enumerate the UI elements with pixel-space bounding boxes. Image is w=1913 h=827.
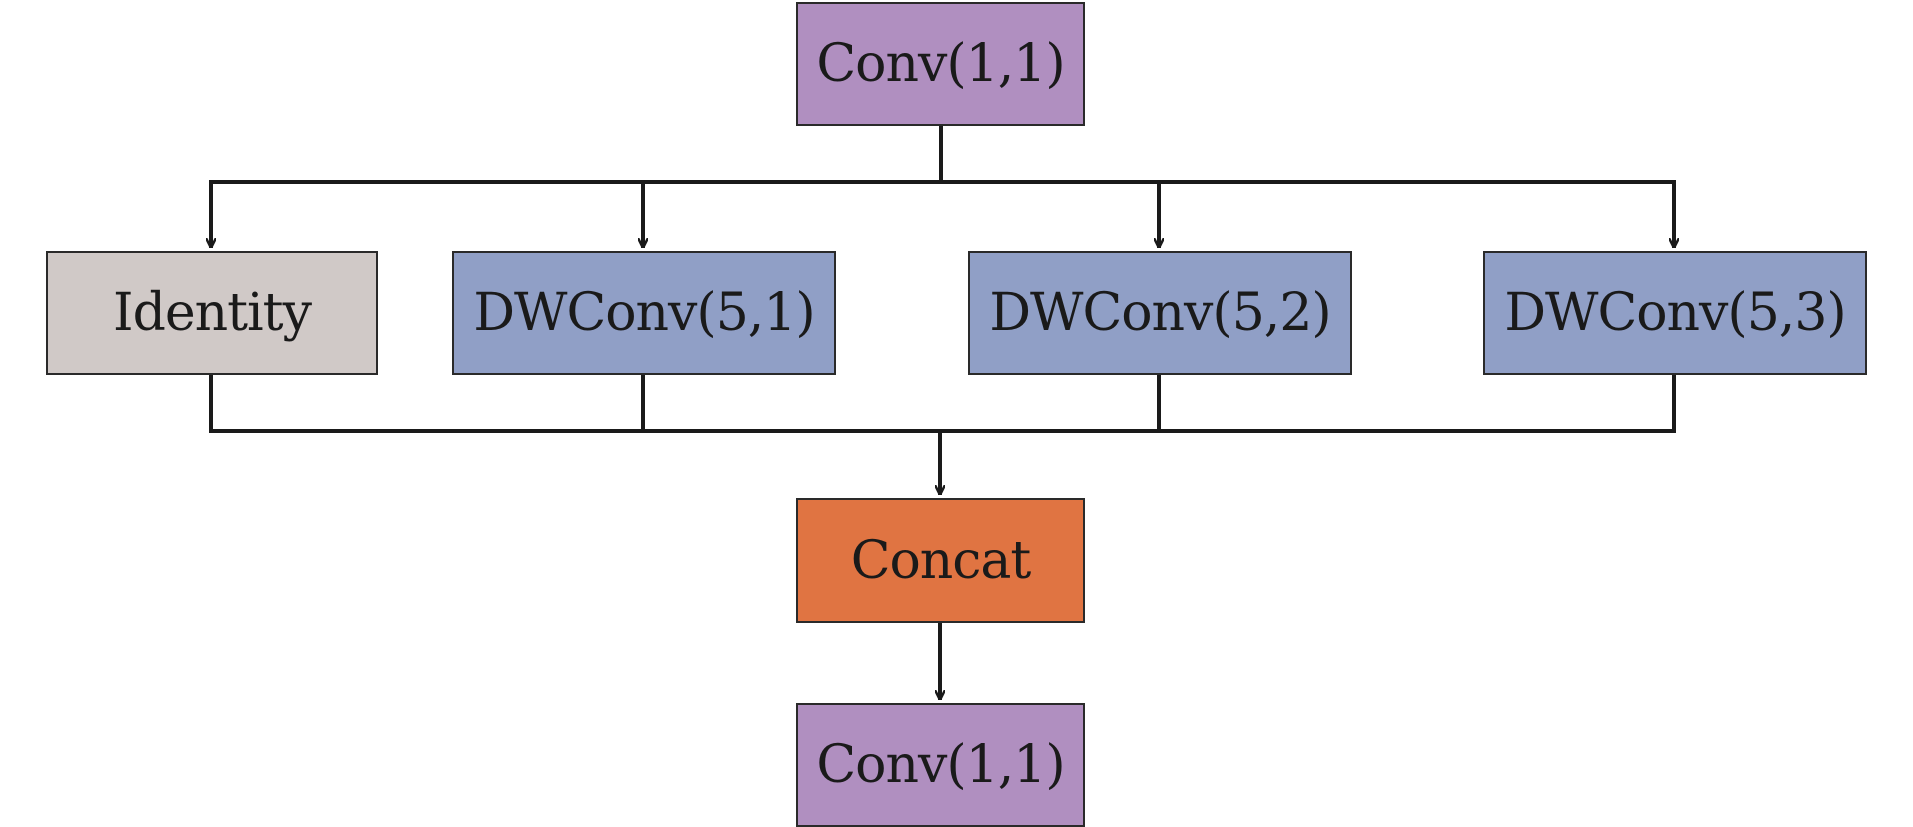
conv-top-node: Conv(1,1) xyxy=(796,2,1085,126)
concat-node: Concat xyxy=(796,498,1085,623)
identity-node: Identity xyxy=(46,251,378,375)
dwconv-3-node: DWConv(5,3) xyxy=(1483,251,1867,375)
dwconv-1-node: DWConv(5,1) xyxy=(452,251,836,375)
conv-bottom-node: Conv(1,1) xyxy=(796,703,1085,827)
dwconv-2-node: DWConv(5,2) xyxy=(968,251,1352,375)
